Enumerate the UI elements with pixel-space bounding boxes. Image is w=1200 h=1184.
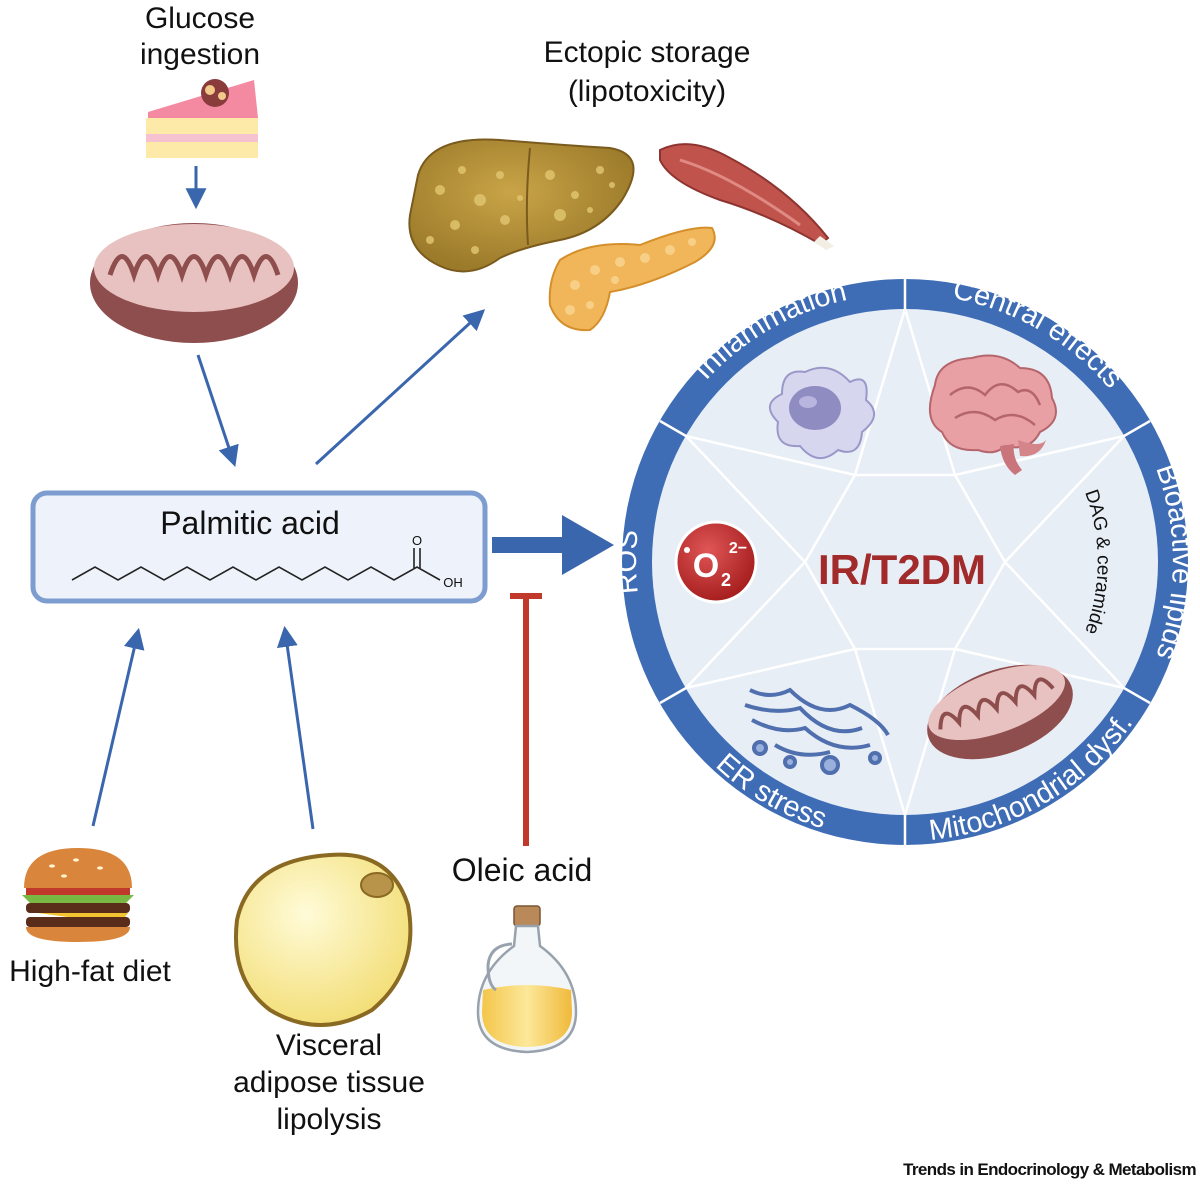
oleic-inhibition-line bbox=[510, 593, 542, 846]
glucose-label-line2: ingestion bbox=[140, 38, 260, 71]
palmitic-acid-box: Palmitic acid O OH bbox=[30, 490, 488, 604]
muscle-icon bbox=[659, 143, 834, 250]
er-icon bbox=[744, 687, 890, 775]
burger-icon bbox=[22, 848, 134, 942]
wheel-mitochondrion-icon bbox=[927, 664, 1073, 760]
arrow-mitochondrion-to-palmitic bbox=[196, 354, 239, 467]
brain-icon bbox=[928, 354, 1057, 475]
center-label: IR/T2DM bbox=[818, 546, 986, 593]
carbonyl-o-label: O bbox=[412, 533, 422, 548]
cake-icon bbox=[146, 79, 258, 158]
mitochondrion-icon bbox=[90, 223, 298, 343]
palmitic-acid-chain bbox=[71, 566, 441, 581]
adipocyte-icon bbox=[234, 852, 413, 1027]
high-fat-diet-label: High-fat diet bbox=[9, 955, 171, 988]
arrow-visceral-to-palmitic bbox=[276, 625, 315, 830]
arrow-palmitic-to-wheel bbox=[492, 515, 614, 575]
arrow-palmitic-to-ectopic bbox=[314, 309, 486, 466]
ros-subscript: 2 bbox=[721, 570, 731, 590]
visceral-label-line1: Visceral bbox=[276, 1029, 382, 1062]
palmitic-acid-label: Palmitic acid bbox=[160, 505, 340, 541]
oleic-acid-label: Oleic acid bbox=[452, 852, 593, 888]
hydroxyl-label: OH bbox=[443, 575, 463, 590]
visceral-label-line3: lipolysis bbox=[276, 1103, 381, 1136]
glucose-label-line1: Glucose bbox=[145, 2, 255, 35]
ir-t2dm-wheel: Inflammation Central effects Bioactive l… bbox=[611, 273, 1198, 847]
ectopic-label-line1: Ectopic storage bbox=[544, 36, 751, 69]
pancreas-icon bbox=[548, 226, 716, 332]
segment-label-ros: ROS bbox=[611, 529, 645, 596]
liver-icon bbox=[408, 138, 635, 273]
visceral-label-line2: adipose tissue bbox=[233, 1066, 425, 1099]
ros-symbol: O 2 2− bbox=[674, 520, 758, 604]
arrow-highfat-to-palmitic bbox=[91, 627, 145, 827]
ectopic-label-line2: (lipotoxicity) bbox=[568, 75, 726, 108]
journal-credit: Trends in Endocrinology & Metabolism bbox=[903, 1160, 1196, 1179]
ros-main: O bbox=[693, 547, 719, 585]
macrophage-icon bbox=[769, 366, 875, 459]
oil-bottle-icon bbox=[476, 905, 578, 1054]
ros-superscript: 2− bbox=[729, 540, 747, 557]
